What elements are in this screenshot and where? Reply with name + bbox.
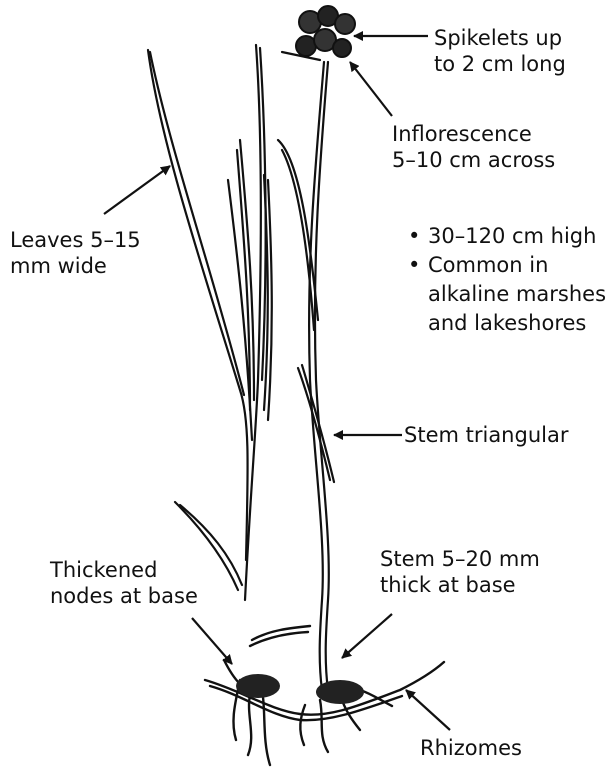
rhizomes-label: Rhizomes	[420, 735, 522, 761]
arrow-thickened-nodes	[192, 618, 232, 664]
arrow-inflorescence	[350, 62, 392, 116]
stem-thick-label: Stem 5–20 mm thick at base	[380, 546, 540, 598]
spikelet-cluster	[296, 6, 355, 57]
spikelets-label: Spikelets up to 2 cm long	[434, 25, 566, 77]
flowering-stem	[278, 52, 334, 690]
thickened-nodes-label: Thickened nodes at base	[50, 557, 198, 609]
arrow-rhizomes	[406, 690, 450, 730]
fact-habitat: Common in alkaline marshes and lakeshore…	[408, 251, 606, 338]
leaves-label: Leaves 5–15 mm wide	[10, 227, 141, 279]
inflorescence-label: Inflorescence 5–10 cm across	[392, 121, 555, 173]
arrow-stem-thick	[342, 614, 392, 658]
plant-drawing	[148, 6, 444, 765]
left-leaves	[148, 45, 272, 600]
facts-list: 30–120 cm high Common in alkaline marshe…	[408, 222, 606, 338]
arrow-leaves	[104, 166, 170, 214]
stem-triangular-label: Stem triangular	[404, 422, 568, 448]
fact-height: 30–120 cm high	[408, 222, 606, 251]
